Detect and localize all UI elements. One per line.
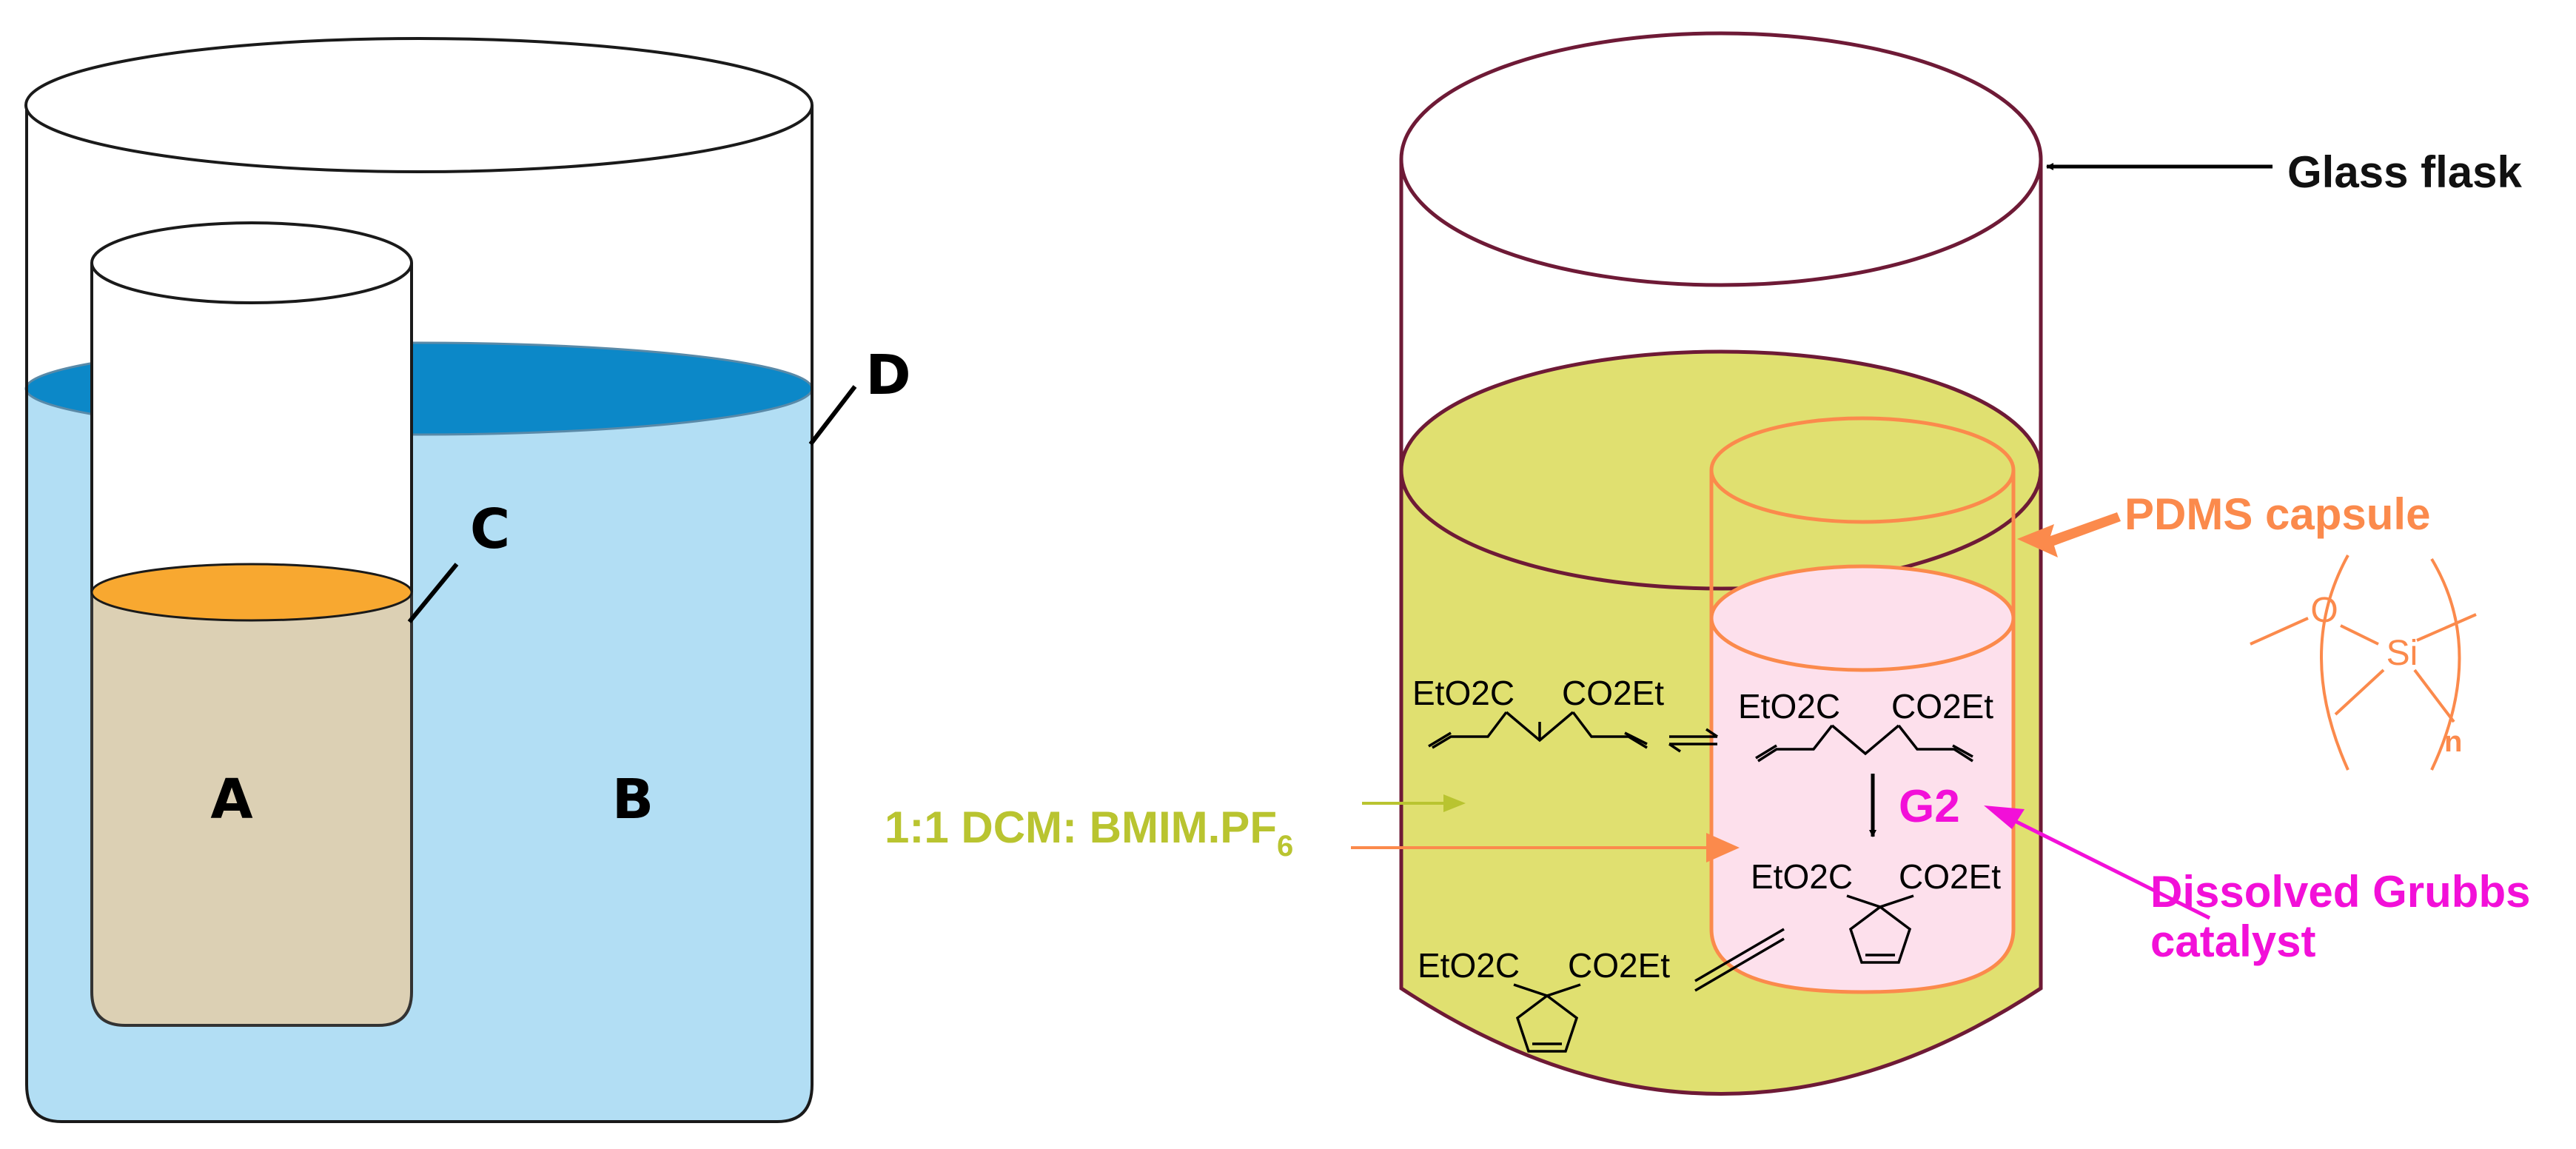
- capsule-interior: [1709, 616, 2016, 994]
- pdms-si-label: Si: [2387, 634, 2418, 673]
- product-outside: EtO2C CO2Et: [1418, 946, 1670, 1053]
- right-flask-diagram: Glass flask PDMS capsule O Si n EtO2C CO…: [885, 31, 2543, 1096]
- inner-vial-body: [92, 263, 412, 596]
- flask-wall: [1399, 159, 2043, 1096]
- pdms-o-label: O: [2310, 591, 2338, 630]
- substrate-outside: EtO2C CO2Et: [1412, 674, 1664, 749]
- svg-text:EtO2C: EtO2C: [1751, 857, 1853, 896]
- pdms-repeat-unit: [2250, 555, 2477, 771]
- substrate-inside: EtO2C CO2Et: [1738, 687, 1993, 763]
- pdms-capsule-label: PDMS capsule: [2124, 489, 2430, 539]
- yellow-solvent-surface: [1399, 349, 2043, 591]
- pointer-line-d: [808, 385, 857, 446]
- label-d: D: [865, 344, 910, 407]
- pdms-n-label: n: [2444, 726, 2462, 758]
- svg-text:EtO2C: EtO2C: [1418, 946, 1520, 985]
- capsule-inner-surface: [1709, 564, 2016, 672]
- svg-text:CO2Et: CO2Et: [1568, 946, 1670, 985]
- solvent-arrow-to-bulk: [1362, 794, 1466, 812]
- svg-text:CO2Et: CO2Et: [1899, 857, 2001, 896]
- catalyst-arrow: [1984, 805, 2211, 920]
- pointer-line-c: [407, 563, 459, 623]
- inner-vial-rim: [90, 221, 413, 304]
- equilibrium-arrows-2: [1694, 928, 1785, 992]
- flask-rim: [1399, 31, 2043, 287]
- svg-text:EtO2C: EtO2C: [1412, 674, 1515, 712]
- capsule-rim: [1709, 416, 2016, 524]
- svg-text:EtO2C: EtO2C: [1738, 687, 1840, 726]
- g2-label: G2: [1899, 781, 1960, 832]
- svg-text:CO2Et: CO2Et: [1562, 674, 1664, 712]
- inner-liquid-surface: [90, 563, 413, 622]
- solvent-arrow-to-capsule: [1351, 833, 1740, 862]
- label-b: B: [612, 768, 654, 831]
- glass-flask-label: Glass flask: [2287, 147, 2523, 197]
- left-beaker-diagram: A B C D: [24, 37, 911, 1123]
- catalyst-label: Dissolved Grubbs catalyst: [2150, 867, 2543, 966]
- equilibrium-arrows-1: [1668, 728, 1718, 753]
- outer-beaker-rim: [24, 37, 814, 173]
- inner-liquid-a: [90, 591, 413, 1027]
- outer-beaker-wall: [25, 105, 814, 1123]
- label-c: C: [470, 498, 510, 561]
- svg-text:CO2Et: CO2Et: [1891, 687, 1993, 726]
- solvent-label: 1:1 DCM: BMIM.PF6: [885, 803, 1293, 862]
- label-a: A: [210, 768, 252, 831]
- product-inside: EtO2C CO2Et: [1751, 857, 2001, 964]
